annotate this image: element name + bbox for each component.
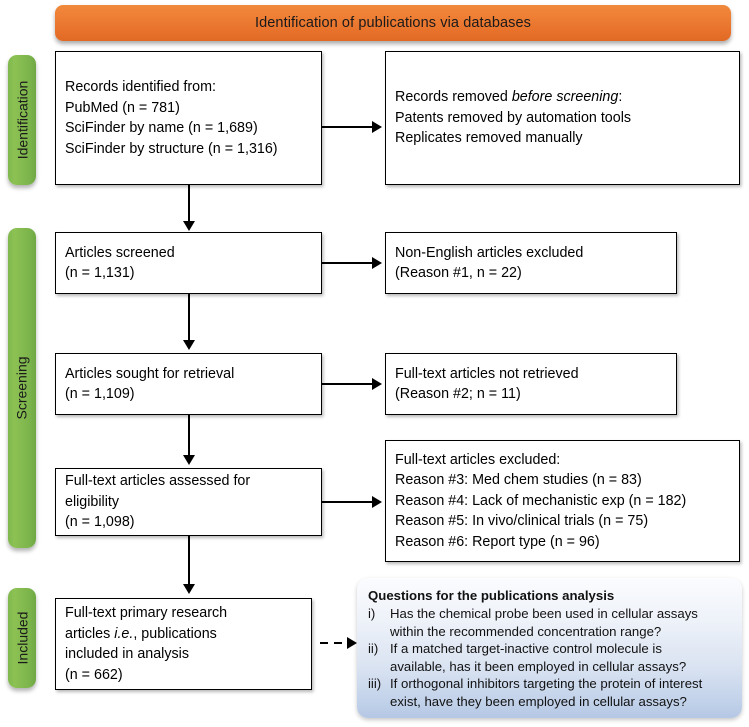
connector-arrowhead-right-4 <box>372 496 382 508</box>
box-line: Articles sought for retrieval <box>65 365 235 382</box>
box-non-english-excluded: Non-English articles excluded (Reason #1… <box>385 232 677 294</box>
stage-tab-identification: Identification <box>8 55 36 185</box>
connector-arrowhead-2 <box>183 340 195 350</box>
stage-tab-screening: Screening <box>8 228 36 548</box>
box-included-primary-content: Full-text primary research articles i.e.… <box>56 603 311 685</box>
box-records-identified: Records identified from: PubMed (n = 781… <box>55 51 322 185</box>
question-item: i) Has the chemical probe been used in c… <box>368 605 732 640</box>
connector-arrowhead-dashed <box>347 637 357 649</box>
connector-arrowhead-right-3 <box>372 378 382 390</box>
question-text: If a matched target-inactive control mol… <box>390 640 686 675</box>
box-line: (n = 662) <box>65 666 123 683</box>
removed-heading-italic: before screening <box>511 89 619 106</box>
box-line: Records identified from: <box>65 79 216 95</box>
box-line: (n = 1,131) <box>65 265 135 281</box>
box-line: Full-text articles excluded: <box>395 451 561 468</box>
box-line: SciFinder by name (n = 1,689) <box>65 120 258 136</box>
question-line: If orthogonal inhibitors targeting the p… <box>390 676 703 692</box>
box-line: Full-text articles not retrieved <box>395 365 579 382</box>
box-line: Full-text articles assessed for <box>65 473 251 490</box>
included-line-post: , publications <box>133 625 217 642</box>
question-text: Has the chemical probe been used in cell… <box>390 605 698 640</box>
box-records-identified-content: Records identified from: PubMed (n = 781… <box>56 77 321 159</box>
box-line: (Reason #1, n = 22) <box>395 265 522 281</box>
question-line: available, has it been employed in cellu… <box>390 658 687 674</box>
removed-heading-plain: Records removed <box>395 89 512 106</box>
box-line: (n = 1,098) <box>65 514 135 531</box>
question-item: iii) If orthogonal inhibitors targeting … <box>368 675 732 710</box>
question-line: within the recommended concentration ran… <box>390 623 662 639</box>
connector-arrowhead-4 <box>183 584 195 594</box>
box-articles-sought-content: Articles sought for retrieval (n = 1,109… <box>56 364 321 405</box>
removed-heading-tail: : <box>618 89 623 106</box>
box-included-primary: Full-text primary research articles i.e.… <box>55 598 312 690</box>
connector-arrowhead-right-2 <box>372 257 382 269</box>
included-line-italic: i.e. <box>114 625 134 642</box>
questions-panel: Questions for the publications analysis … <box>357 578 742 718</box>
box-fulltext-excluded: Full-text articles excluded: Reason #3: … <box>385 440 740 562</box>
box-assessed-eligibility: Full-text articles assessed for eligibil… <box>55 468 322 536</box>
question-line: exist, have they been employed in cellul… <box>390 693 687 709</box>
connector-dashed-line <box>320 642 350 644</box>
question-marker: ii) <box>368 641 379 657</box>
box-line-included-italic: articles i.e., publications <box>65 624 302 645</box>
box-line: PubMed (n = 781) <box>65 99 180 116</box>
box-not-retrieved: Full-text articles not retrieved (Reason… <box>385 353 677 415</box>
connector-vline-2 <box>188 294 190 342</box>
box-records-removed-content: Records removed before screening: Patent… <box>386 87 739 149</box>
box-articles-screened-content: Articles screened (n = 1,131) <box>56 243 321 284</box>
box-line: Full-text primary research <box>65 605 228 621</box>
connector-arrowhead-1 <box>183 221 195 231</box>
question-marker: i) <box>368 606 376 621</box>
box-fulltext-excluded-content: Full-text articles excluded: Reason #3: … <box>386 450 739 553</box>
question-item: ii) If a matched target-inactive control… <box>368 640 732 675</box>
box-line: SciFinder by structure (n = 1,316) <box>65 140 278 157</box>
included-line-pre: articles <box>65 625 115 642</box>
box-line: (n = 1,109) <box>65 386 135 402</box>
questions-panel-title: Questions for the publications analysis <box>368 588 615 603</box>
box-not-retrieved-content: Full-text articles not retrieved (Reason… <box>386 364 676 405</box>
box-line: included in analysis <box>65 646 189 662</box>
box-articles-screened: Articles screened (n = 1,131) <box>55 232 322 294</box>
box-line-removed-heading: Records removed before screening: <box>395 87 730 108</box>
box-line: eligibility <box>65 493 120 510</box>
question-text: If orthogonal inhibitors targeting the p… <box>390 675 702 710</box>
banner-title: Identification of publications via datab… <box>254 14 532 31</box>
box-assessed-eligibility-content: Full-text articles assessed for eligibil… <box>56 471 321 533</box>
box-articles-sought: Articles sought for retrieval (n = 1,109… <box>55 353 322 415</box>
connector-vline-1 <box>188 185 190 223</box>
box-line: Replicates removed manually <box>395 130 583 147</box>
box-line: Reason #5: In vivo/clinical trials (n = … <box>395 513 649 530</box>
question-line: If a matched target-inactive control mol… <box>390 641 662 657</box>
connector-hline-2 <box>322 262 374 264</box>
connector-hline-1 <box>322 126 374 128</box>
question-marker: iii) <box>368 676 382 692</box>
connector-hline-3 <box>322 383 374 385</box>
stage-tab-identification-label: Identification <box>14 80 31 160</box>
box-line: Reason #4: Lack of mechanistic exp (n = … <box>395 492 687 509</box>
stage-tab-included-label: Included <box>14 611 30 665</box>
stage-tab-included: Included <box>8 588 36 688</box>
identification-banner: Identification of publications via datab… <box>55 5 731 41</box>
box-line: Non-English articles excluded <box>395 244 584 261</box>
question-line: Has the chemical probe been used in cell… <box>390 606 698 621</box>
connector-arrowhead-3 <box>183 455 195 465</box>
box-records-removed: Records removed before screening: Patent… <box>385 51 740 185</box>
connector-vline-4 <box>188 536 190 586</box>
box-line: Articles screened <box>65 244 175 261</box>
connector-arrowhead-right-1 <box>372 121 382 133</box>
box-non-english-excluded-content: Non-English articles excluded (Reason #1… <box>386 243 676 284</box>
connector-vline-3 <box>188 415 190 457</box>
stage-tab-screening-label: Screening <box>14 356 31 420</box>
box-line: Patents removed by automation tools <box>395 109 632 126</box>
box-line: (Reason #2; n = 11) <box>395 386 521 402</box>
box-line: Reason #6: Report type (n = 96) <box>395 533 600 550</box>
connector-hline-4 <box>322 501 374 503</box>
box-line: Reason #3: Med chem studies (n = 83) <box>395 472 642 489</box>
